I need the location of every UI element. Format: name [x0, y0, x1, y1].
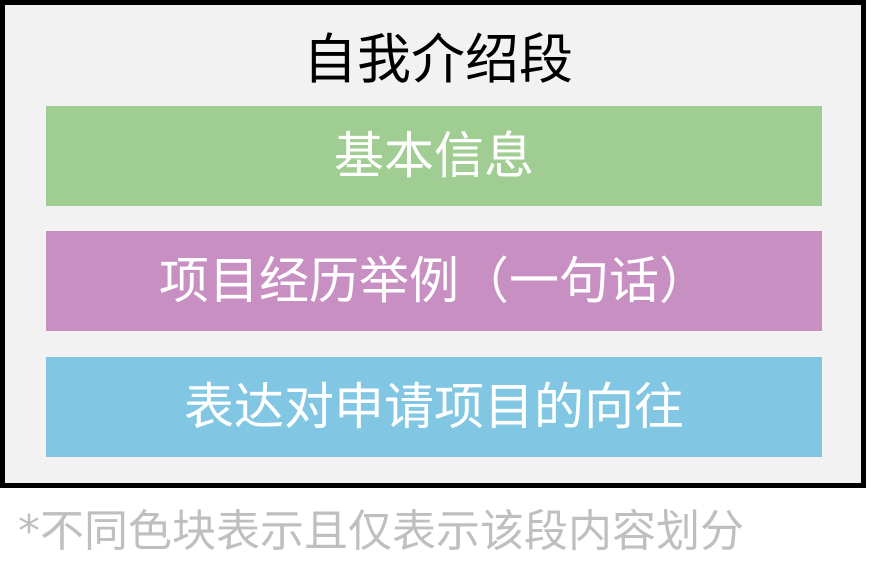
intro-section-frame: 自我介绍段 基本信息 项目经历举例（一句话） 表达对申请项目的向往	[0, 0, 866, 488]
block-basic-info: 基本信息	[46, 106, 822, 206]
section-title: 自我介绍段	[303, 28, 573, 91]
block-project-experience: 项目经历举例（一句话）	[46, 231, 822, 331]
block-program-aspiration: 表达对申请项目的向往	[46, 357, 822, 457]
footnote: *不同色块表示且仅表示该段内容划分	[18, 506, 744, 557]
